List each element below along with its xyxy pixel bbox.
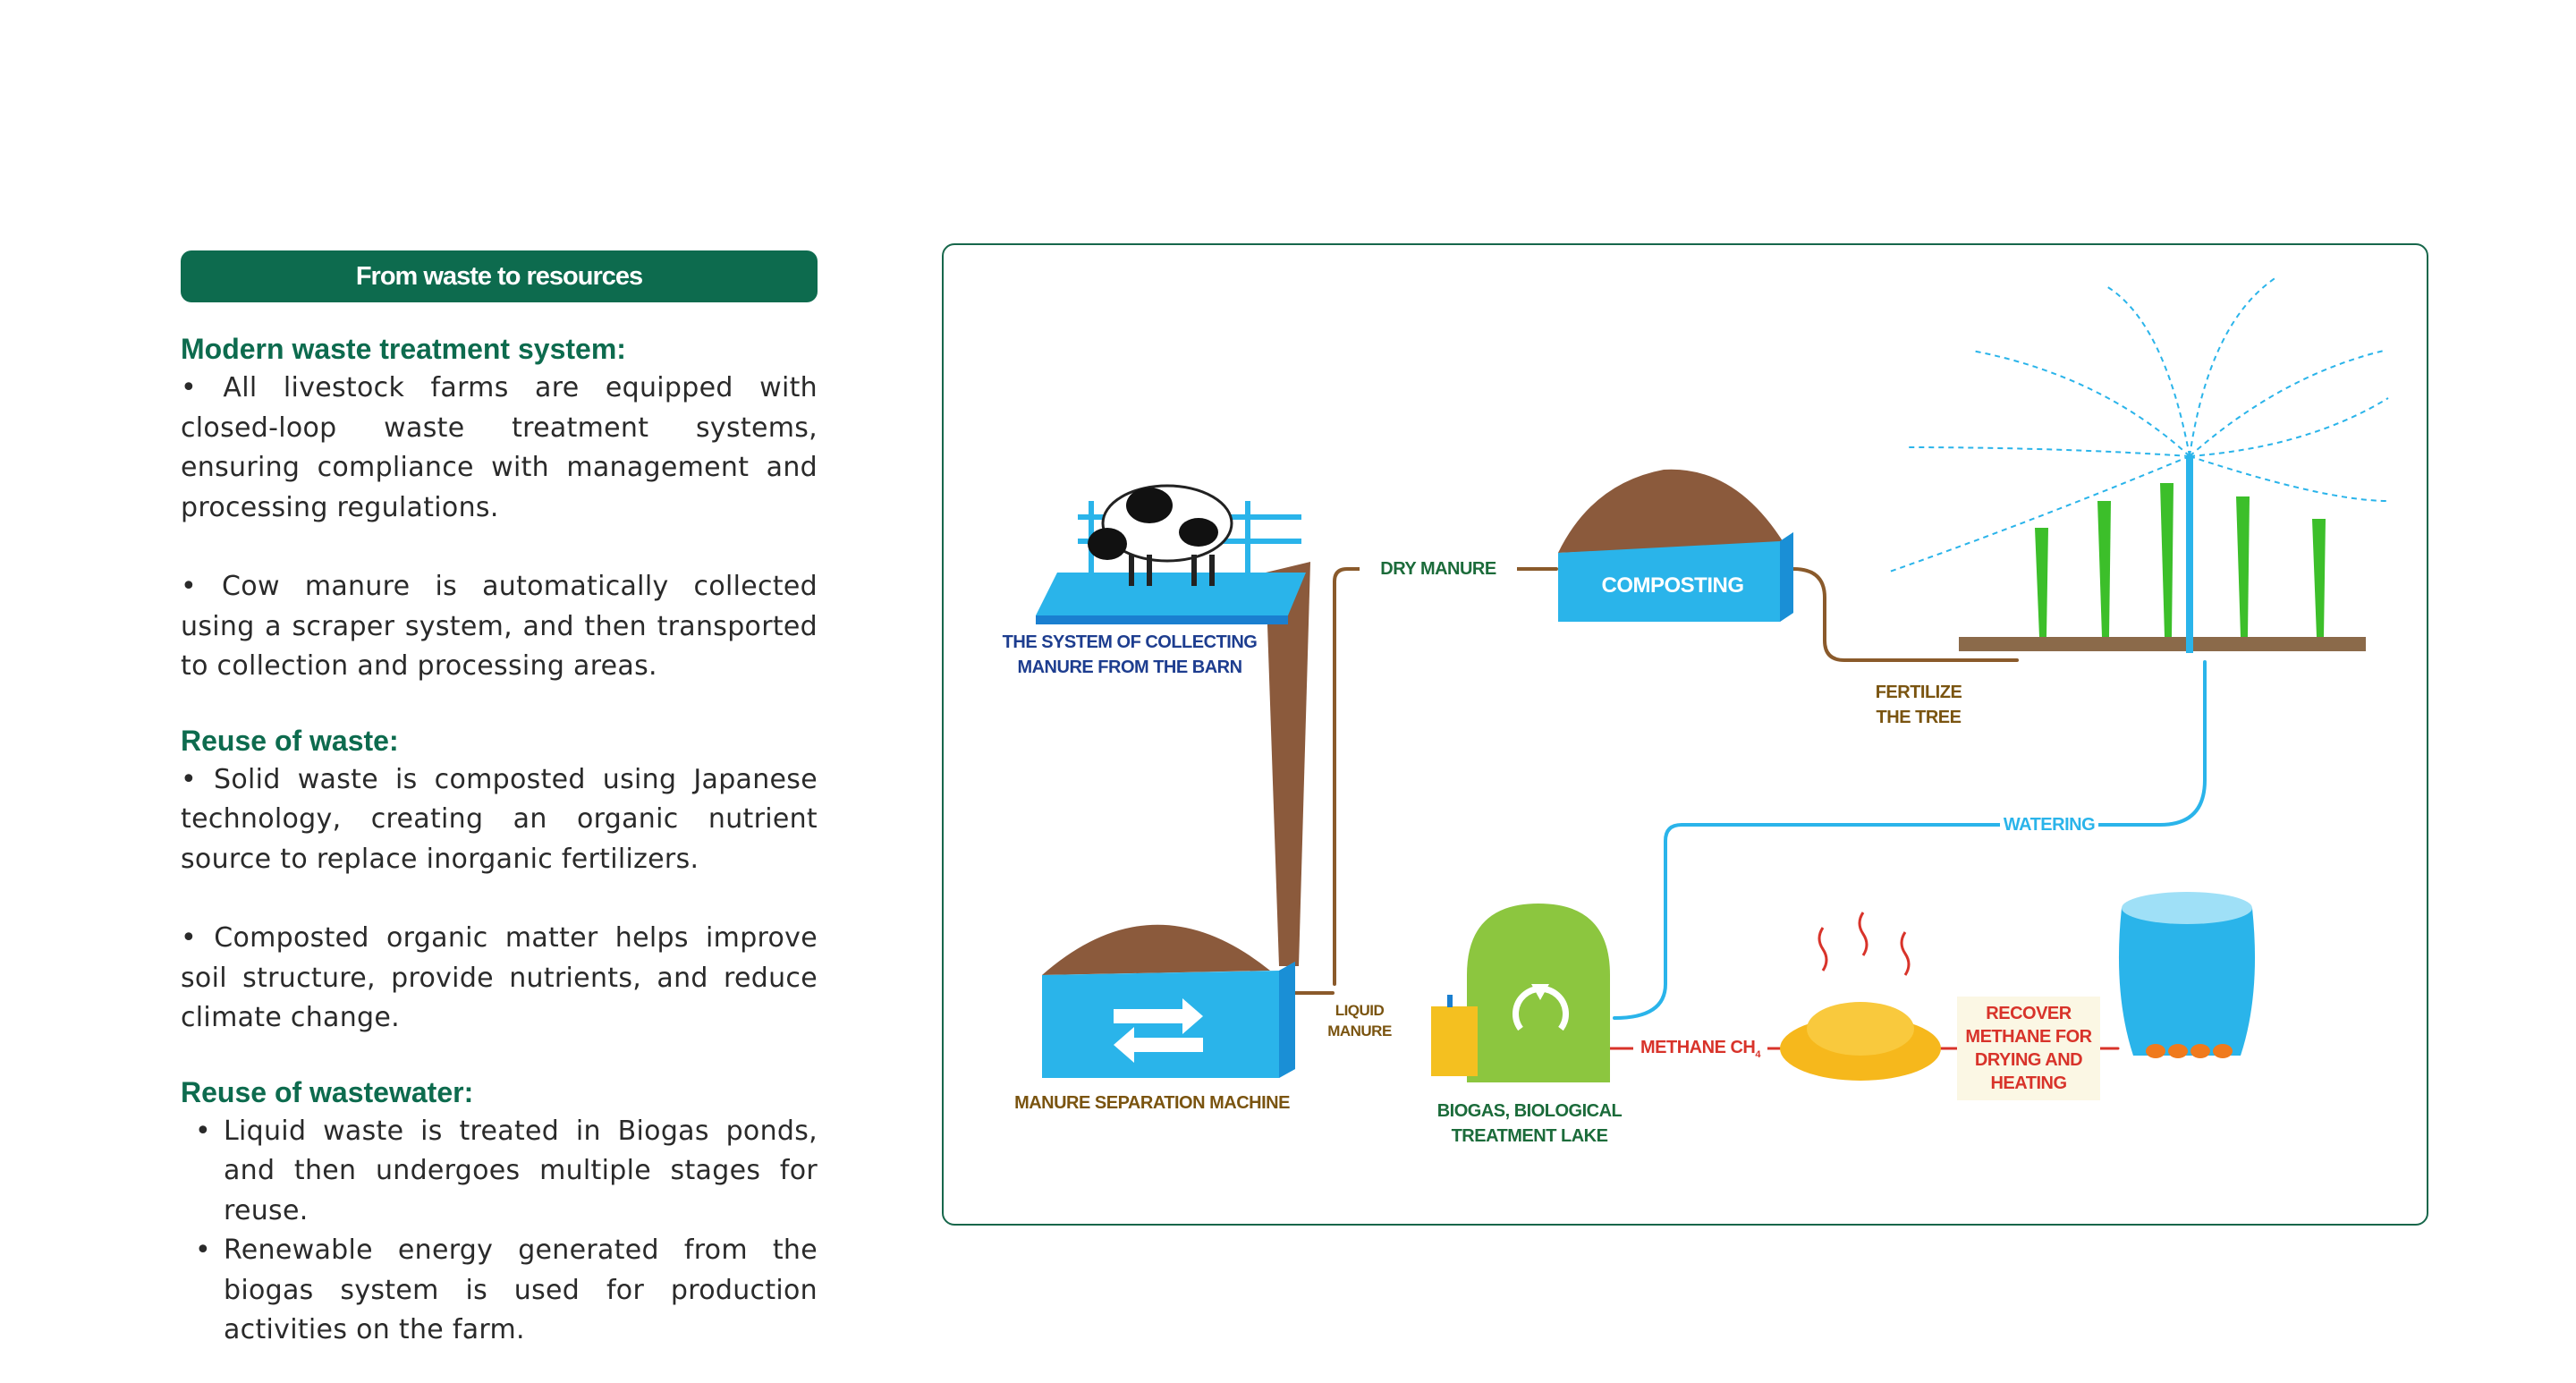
- label-composting: COMPOSTING: [1561, 573, 1784, 599]
- corn-field-illustration: [1887, 277, 2388, 653]
- barn-illustration: [1036, 486, 1306, 624]
- biogas-illustration: [1431, 904, 1610, 1082]
- label-watering: WATERING: [2000, 813, 2098, 836]
- separation-machine-illustration: [1042, 925, 1295, 1078]
- water-pot-illustration: [2119, 892, 2255, 1058]
- label-dry-manure: DRY MANURE: [1360, 558, 1517, 580]
- label-methane: METHANE CH4: [1633, 1036, 1767, 1066]
- cow-icon: [1088, 486, 1232, 586]
- label-separation: MANURE SEPARATION MACHINE: [993, 1091, 1311, 1115]
- flame-pile-illustration: [1780, 912, 1941, 1081]
